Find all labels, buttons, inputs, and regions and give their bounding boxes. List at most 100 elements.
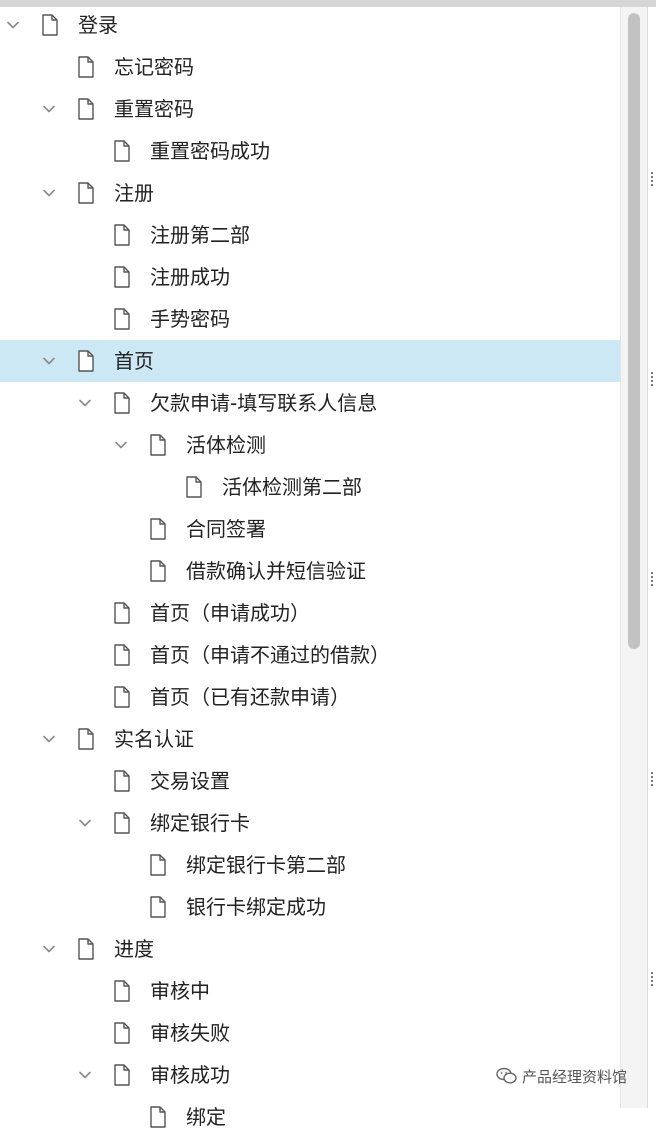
page-icon bbox=[77, 98, 95, 120]
tree-item[interactable]: 重置密码 bbox=[0, 88, 620, 130]
tree-item-label: 绑定银行卡 bbox=[150, 811, 250, 835]
page-icon bbox=[113, 308, 131, 330]
tree-item[interactable]: 忘记密码 bbox=[0, 46, 620, 88]
page-icon bbox=[113, 644, 131, 666]
tree-item-label: 审核中 bbox=[150, 979, 210, 1003]
chevron-down-icon[interactable] bbox=[79, 1069, 91, 1081]
watermark: 产品经理资料馆 bbox=[496, 1066, 627, 1089]
tree-item-label: 银行卡绑定成功 bbox=[186, 895, 326, 919]
chevron-down-icon[interactable] bbox=[43, 103, 55, 115]
page-icon bbox=[113, 602, 131, 624]
tree-item-label: 登录 bbox=[78, 13, 118, 37]
page-icon bbox=[41, 14, 59, 36]
tree-item[interactable]: 首页（申请不通过的借款） bbox=[0, 634, 620, 676]
tree-item-label: 重置密码 bbox=[114, 97, 194, 121]
chevron-down-icon[interactable] bbox=[115, 439, 127, 451]
tree-item-label: 注册 bbox=[114, 181, 154, 205]
chevron-down-icon[interactable] bbox=[43, 187, 55, 199]
tree-item[interactable]: 首页（申请成功） bbox=[0, 592, 620, 634]
page-icon bbox=[113, 686, 131, 708]
tree-item[interactable]: 绑定银行卡第二部 bbox=[0, 844, 620, 886]
tree-item[interactable]: 绑定 bbox=[0, 1096, 620, 1138]
page-icon bbox=[113, 770, 131, 792]
tree-item-label: 重置密码成功 bbox=[150, 139, 270, 163]
tree-item[interactable]: 登录 bbox=[0, 4, 620, 46]
page-icon bbox=[77, 938, 95, 960]
tree-item-label: 首页（申请不通过的借款） bbox=[150, 643, 390, 667]
page-icon bbox=[149, 896, 167, 918]
page-icon bbox=[113, 1022, 131, 1044]
page-icon bbox=[149, 1106, 167, 1128]
edge-marker bbox=[651, 772, 656, 786]
wechat-icon bbox=[496, 1067, 518, 1089]
tree-item[interactable]: 借款确认并短信验证 bbox=[0, 550, 620, 592]
chevron-down-icon[interactable] bbox=[43, 943, 55, 955]
chevron-down-icon[interactable] bbox=[7, 19, 19, 31]
tree-item-label: 交易设置 bbox=[150, 769, 230, 793]
tree-item-label: 活体检测 bbox=[186, 433, 266, 457]
tree-item[interactable]: 注册 bbox=[0, 172, 620, 214]
tree-item-label: 借款确认并短信验证 bbox=[186, 559, 366, 583]
page-icon bbox=[77, 728, 95, 750]
tree-item[interactable]: 审核失败 bbox=[0, 1012, 620, 1054]
page-icon bbox=[185, 476, 203, 498]
page-icon bbox=[77, 182, 95, 204]
edge-marker bbox=[651, 572, 656, 586]
right-panel-edge bbox=[647, 7, 656, 1108]
tree-item[interactable]: 首页 bbox=[0, 340, 620, 382]
tree-item[interactable]: 审核成功 bbox=[0, 1054, 620, 1096]
tree-item-label: 审核成功 bbox=[150, 1063, 230, 1087]
tree-item[interactable]: 绑定银行卡 bbox=[0, 802, 620, 844]
tree-item[interactable]: 交易设置 bbox=[0, 760, 620, 802]
page-icon bbox=[113, 266, 131, 288]
chevron-down-icon[interactable] bbox=[43, 733, 55, 745]
page-icon bbox=[113, 980, 131, 1002]
edge-marker bbox=[651, 972, 656, 986]
watermark-text: 产品经理资料馆 bbox=[522, 1068, 628, 1086]
tree-item-label: 实名认证 bbox=[114, 727, 194, 751]
vertical-scrollbar[interactable] bbox=[620, 7, 647, 1108]
tree-item-label: 首页 bbox=[114, 349, 154, 373]
tree-item-label: 欠款申请-填写联系人信息 bbox=[150, 391, 378, 415]
page-icon bbox=[77, 350, 95, 372]
tree-item[interactable]: 注册成功 bbox=[0, 256, 620, 298]
tree-item-label: 注册成功 bbox=[150, 265, 230, 289]
tree-item-label: 合同签署 bbox=[186, 517, 266, 541]
tree-item[interactable]: 活体检测 bbox=[0, 424, 620, 466]
page-icon bbox=[149, 434, 167, 456]
tree-item-label: 绑定 bbox=[186, 1105, 226, 1129]
chevron-down-icon[interactable] bbox=[79, 397, 91, 409]
page-icon bbox=[113, 224, 131, 246]
tree-item[interactable]: 注册第二部 bbox=[0, 214, 620, 256]
tree-item-label: 进度 bbox=[114, 937, 154, 961]
tree-item[interactable]: 进度 bbox=[0, 928, 620, 970]
page-icon bbox=[149, 854, 167, 876]
tree-item[interactable]: 首页（已有还款申请） bbox=[0, 676, 620, 718]
chevron-down-icon[interactable] bbox=[79, 817, 91, 829]
tree-item[interactable]: 银行卡绑定成功 bbox=[0, 886, 620, 928]
page-icon bbox=[113, 812, 131, 834]
page-tree: 登录忘记密码重置密码重置密码成功注册注册第二部注册成功手势密码首页欠款申请-填写… bbox=[0, 4, 620, 1138]
tree-item[interactable]: 审核中 bbox=[0, 970, 620, 1012]
tree-item-label: 忘记密码 bbox=[114, 55, 194, 79]
tree-item-label: 手势密码 bbox=[150, 307, 230, 331]
page-icon bbox=[113, 1064, 131, 1086]
tree-item-label: 活体检测第二部 bbox=[222, 475, 362, 499]
tree-item[interactable]: 欠款申请-填写联系人信息 bbox=[0, 382, 620, 424]
tree-item-label: 绑定银行卡第二部 bbox=[186, 853, 346, 877]
tree-item-label: 注册第二部 bbox=[150, 223, 250, 247]
scrollbar-thumb[interactable] bbox=[628, 13, 640, 649]
edge-marker bbox=[651, 372, 656, 386]
tree-item-label: 审核失败 bbox=[150, 1021, 230, 1045]
tree-item[interactable]: 实名认证 bbox=[0, 718, 620, 760]
tree-item-label: 首页（申请成功） bbox=[150, 601, 310, 625]
tree-item[interactable]: 活体检测第二部 bbox=[0, 466, 620, 508]
tree-item[interactable]: 手势密码 bbox=[0, 298, 620, 340]
page-icon bbox=[113, 140, 131, 162]
page-icon bbox=[113, 392, 131, 414]
tree-item-label: 首页（已有还款申请） bbox=[150, 685, 350, 709]
page-icon bbox=[149, 518, 167, 540]
tree-item[interactable]: 合同签署 bbox=[0, 508, 620, 550]
tree-item[interactable]: 重置密码成功 bbox=[0, 130, 620, 172]
chevron-down-icon[interactable] bbox=[43, 355, 55, 367]
